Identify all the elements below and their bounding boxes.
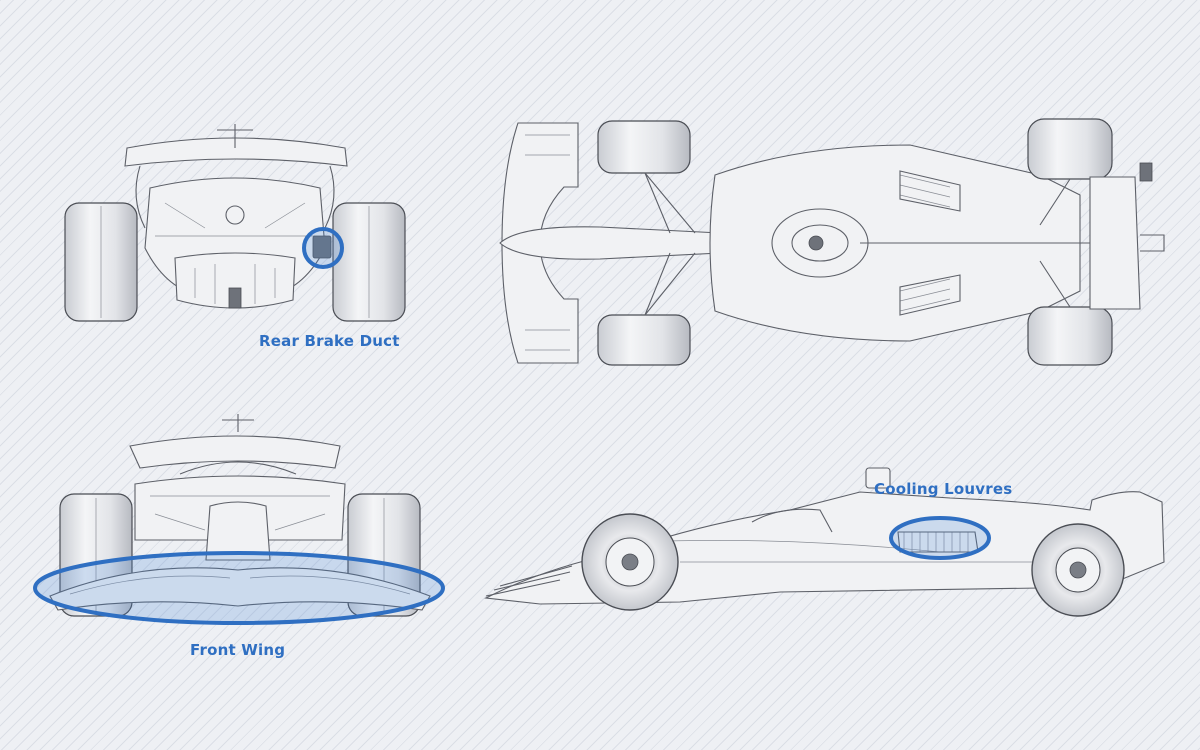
- front-left-tyre-top: [597, 120, 691, 174]
- front-right-tyre-top: [597, 314, 691, 366]
- front-view-drawing: [30, 410, 450, 635]
- front-wing-label: Front Wing: [190, 641, 286, 659]
- side-view-drawing: [480, 462, 1170, 622]
- front-wing-highlight: [33, 551, 445, 625]
- cooling-louvres-highlight: [889, 516, 991, 560]
- rear-view-drawing: [55, 118, 425, 333]
- cooling-louvres-label: Cooling Louvres: [874, 480, 1013, 498]
- rear-brake-duct-highlight: [302, 227, 344, 269]
- rear-brake-duct-label: Rear Brake Duct: [259, 332, 400, 350]
- rear-left-tyre-top: [1027, 118, 1113, 180]
- rear-right-tyre-top: [1027, 306, 1113, 366]
- top-view-drawing: [480, 115, 1170, 370]
